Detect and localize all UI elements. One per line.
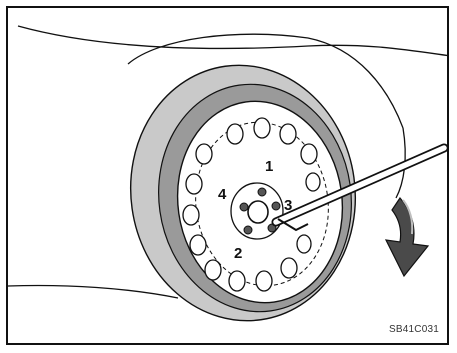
figure-reference-code: SB41C031: [389, 324, 439, 335]
step-number-4: 4: [218, 186, 227, 203]
illustration-frame: 1 2 3 4 SB41C031: [6, 6, 449, 345]
step-number-2: 2: [234, 245, 242, 262]
rotation-arrow-icon: [386, 198, 428, 276]
step-number-1: 1: [265, 158, 273, 175]
wheel-illustration: 1 2 3 4: [8, 8, 449, 345]
